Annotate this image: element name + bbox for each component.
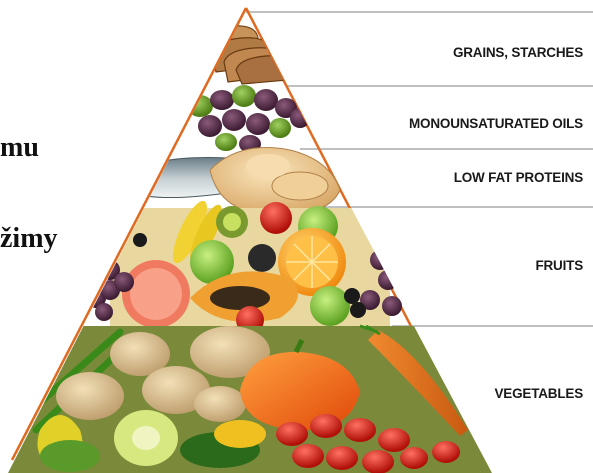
vegetables-icon <box>0 326 500 473</box>
tier-label-oils: MONOUNSATURATED OILS <box>409 116 583 131</box>
tier-label-fruits: FRUITS <box>535 258 583 273</box>
side-text-fragment-2: žimy <box>0 223 58 255</box>
tier-label-vegetables: VEGETABLES <box>494 386 583 401</box>
side-text-fragment-1: mu <box>0 132 39 164</box>
tier-label-grains: GRAINS, STARCHES <box>453 45 583 60</box>
fish-chicken-icon <box>118 148 340 217</box>
fruits-icon <box>72 197 420 334</box>
bread-slices-icon <box>200 26 292 84</box>
tier-label-proteins: LOW FAT PROTEINS <box>454 170 583 185</box>
